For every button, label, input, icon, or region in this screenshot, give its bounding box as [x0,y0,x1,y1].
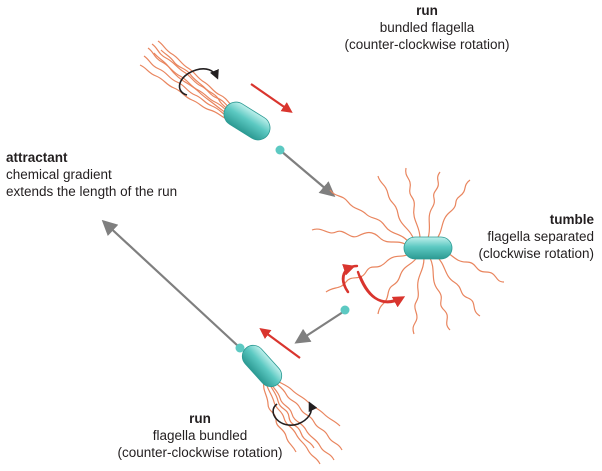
flagella-separated [311,167,505,335]
label-run-bottom-line2: (counter-clockwise rotation) [117,445,283,460]
tumble-arrow-head-up [342,263,356,293]
label-run-top: run bundled flagella (counter-clockwise … [341,2,513,53]
motion-arrow-top [250,83,293,113]
rotation-arrow-bottom [272,401,318,426]
tumble-arrow-head-right [358,275,406,308]
path-dot-top [275,145,285,155]
label-attractant-title: attractant [6,150,68,165]
label-tumble-line2: (clockwise rotation) [478,246,594,261]
path-arrow-attractant [101,219,239,347]
path-dot-bottom [235,343,245,353]
bacterium-top-run [139,40,293,141]
path-arrow-to-tumble [280,150,336,197]
motion-arrow-bottom [259,328,301,359]
label-run-bottom-line1: flagella bundled [152,428,248,443]
cell-body-bottom [241,344,283,388]
label-run-bottom: run flagella bundled (counter-clockwise … [110,410,290,461]
cell-body-tumble [403,236,453,260]
label-attractant-line1: chemical gradient [6,167,112,182]
bacterium-bottom-run [241,328,343,465]
rotation-arrow-top [178,68,219,96]
bacterium-tumble [311,167,505,335]
label-attractant-line2: extends the length of the run [6,184,178,199]
label-tumble: tumble flagella separated (clockwise rot… [466,211,594,262]
path-arrow-to-bottom-run [294,311,344,344]
flagella-bundle-bottom [262,375,343,465]
flagella-bundle-top [139,40,237,121]
cell-body-top [223,101,271,141]
label-tumble-title: tumble [549,212,594,227]
label-run-top-title: run [416,3,438,18]
label-tumble-line1: flagella separated [487,229,594,244]
path-arrows [101,145,350,353]
label-run-top-line1: bundled flagella [379,20,475,35]
label-attractant: attractant chemical gradient extends the… [6,149,177,200]
label-run-bottom-title: run [189,411,211,426]
label-run-top-line2: (counter-clockwise rotation) [344,37,510,52]
path-dot-tumble [340,305,350,315]
